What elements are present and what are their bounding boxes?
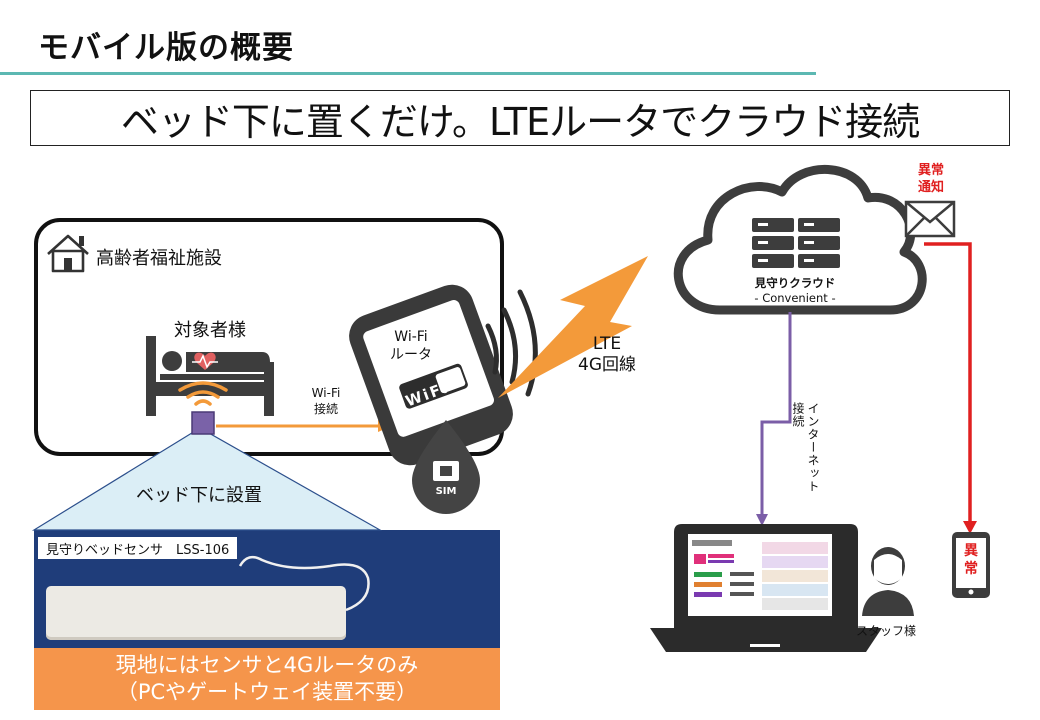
internet-link-label: インターネット 接続 [791,402,820,493]
sensor-placement-label: ベッド下に設置 [136,485,262,506]
cloud-server-icon [673,165,927,315]
headline: ベッド下に置くだけ。LTEルータでクラウド接続 [30,90,1010,146]
sensor-signal-waves [178,381,228,406]
title-divider [0,72,816,75]
smartphone-icon [952,532,990,598]
sensor-product-tag: 見守りベッドセンサ LSS-106 [38,537,238,559]
heart-pulse-icon [192,352,218,370]
internet-connection-arrow [756,312,792,526]
alert-arrow [924,242,977,534]
wifi-connection-arrow [216,420,392,432]
laptop-icon [650,524,882,652]
sim-label: SIM [435,486,457,497]
lightning-bolt-icon [498,256,648,398]
wifi-link-label: Wi-Fi 接続 [311,386,341,416]
placement-cone [31,427,383,531]
staff-person-icon [862,547,914,616]
page-title: モバイル版の概要 [38,30,294,66]
facility-label: 高齢者福祉施設 [96,248,222,269]
patient-label: 対象者様 [174,320,246,341]
envelope-icon [904,200,956,238]
lte-link-label: LTE 4G回線 [578,334,636,375]
sensor-device [46,586,346,640]
cloud-label: 見守りクラウド - Convenient - [754,276,836,305]
facility-box [34,218,504,456]
note-line-1: 現地にはセンサと4Gルータのみ [115,653,419,677]
sensor-cable [238,555,370,612]
sim-card-icon [412,420,480,514]
note-line-2: （PCやゲートウェイ装置不要） [116,680,418,704]
note-box: 現地にはセンサと4Gルータのみ （PCやゲートウェイ装置不要） [34,648,500,710]
sensor-icon [191,411,215,435]
router-label: Wi-Fi ルータ [390,329,432,363]
phone-alert-text: 異 常 [964,543,978,577]
wifi-router-phone-icon [349,284,538,466]
staff-label: スタッフ様 [856,624,917,638]
house-icon [47,234,89,273]
alert-label: 異常 通知 [917,163,944,195]
dashboard-screen [692,540,828,610]
